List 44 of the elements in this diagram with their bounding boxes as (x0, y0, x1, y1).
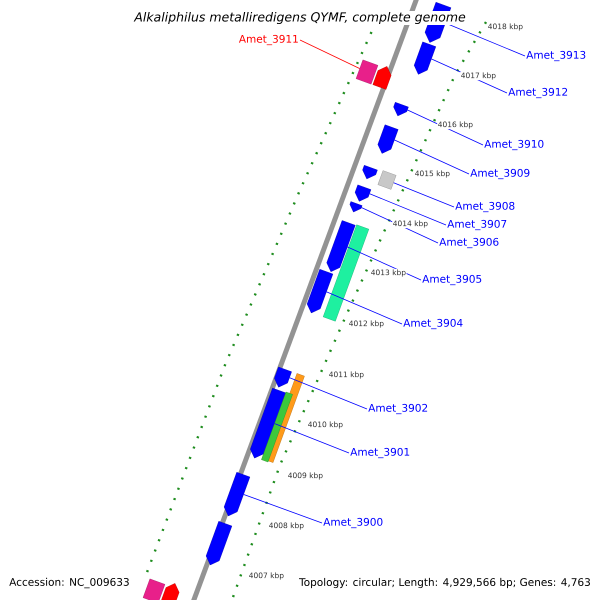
gene-feature (378, 124, 398, 154)
gene-label: Amet_3904 (403, 318, 463, 330)
leader-line (300, 40, 360, 69)
gene-feature (160, 583, 180, 600)
leader-line (394, 140, 470, 174)
gene-feature (274, 366, 292, 388)
leader-line (326, 291, 402, 324)
gene-label: Amet_3912 (508, 88, 568, 98)
genome-info-text: Topology: circular; Length: 4,929,566 bp; Genes: 4,763 (298, 576, 592, 590)
gene-label: Amet_3901 (350, 448, 410, 458)
gene-label: Amet_3907 (447, 220, 506, 230)
leader-line (289, 377, 368, 410)
gene-label: Amet_3908 (455, 202, 514, 212)
gene-feature (206, 521, 232, 566)
leader-line (369, 193, 446, 226)
leader-line (243, 494, 322, 524)
gene-feature (224, 472, 250, 516)
gene-bar (378, 170, 396, 190)
leader-line (274, 423, 350, 454)
gene-label: Amet_3906 (439, 238, 498, 248)
gene-label: Amet_3900 (323, 518, 382, 528)
leader-line (393, 182, 454, 208)
gene-label: Amet_3909 (470, 168, 530, 180)
gene-bar (322, 224, 370, 322)
gene-feature (350, 201, 362, 212)
title: Alkaliphilus metalliredigens QYMF, complete genome (133, 10, 467, 26)
gene-bar (261, 392, 293, 462)
leader-line (347, 246, 422, 280)
gene-label: Amet_3913 (526, 50, 586, 62)
gene-label: Amet_3905 (422, 274, 482, 286)
gene-feature (306, 269, 334, 314)
gene-label: Amet_3910 (484, 140, 544, 150)
gene-bar (142, 578, 166, 600)
gene-feature (414, 42, 436, 75)
gene-label: Amet_3911 (238, 34, 298, 46)
gene-feature (372, 66, 392, 90)
gene-label: Amet_3902 (368, 404, 428, 414)
accession-text: Accession: NC_009633 (8, 576, 131, 590)
gene-feature (393, 102, 409, 116)
gene-feature (250, 388, 286, 458)
gene-feature (354, 184, 372, 202)
gene-bar (356, 60, 378, 84)
gene-feature (362, 165, 378, 180)
gene-feature (326, 220, 356, 272)
